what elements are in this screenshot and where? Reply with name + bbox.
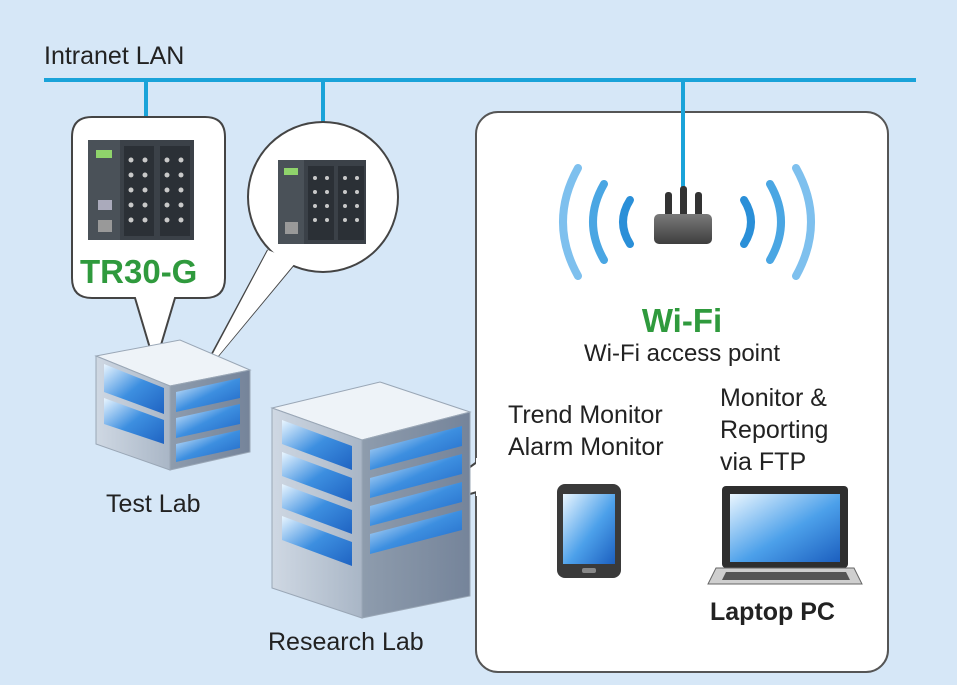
data-logger-icon: [88, 140, 194, 240]
test-lab-label: Test Lab: [106, 490, 201, 518]
logger-model-label: TR30-G: [80, 253, 198, 290]
laptop-features: Monitor & Reporting via FTP: [720, 382, 828, 478]
lan-label: Intranet LAN: [44, 42, 185, 70]
access-point-label: Wi-Fi access point: [583, 340, 781, 367]
research-lab-label: Research Lab: [268, 628, 424, 656]
tablet-features: Trend Monitor Alarm Monitor: [508, 399, 664, 463]
laptop-icon: [707, 486, 863, 585]
wifi-title: Wi-Fi: [641, 302, 723, 339]
laptop-feature-3: via FTP: [720, 448, 807, 476]
data-logger-icon: [278, 160, 366, 244]
laptop-feature-2: Reporting: [720, 416, 829, 444]
router-icon: [654, 186, 712, 244]
tablet-icon: [557, 484, 621, 578]
wifi-wave-icon: [559, 164, 815, 280]
building-icon: [94, 339, 252, 471]
tablet-feature-alarm: Alarm Monitor: [508, 433, 664, 461]
building-icon: [270, 381, 472, 619]
laptop-label: Laptop PC: [710, 598, 835, 626]
tablet-feature-trend: Trend Monitor: [508, 401, 663, 429]
wireless-header: Wi-Fi Wi-Fi access point: [476, 0, 888, 685]
laptop-feature-1: Monitor &: [720, 384, 827, 412]
